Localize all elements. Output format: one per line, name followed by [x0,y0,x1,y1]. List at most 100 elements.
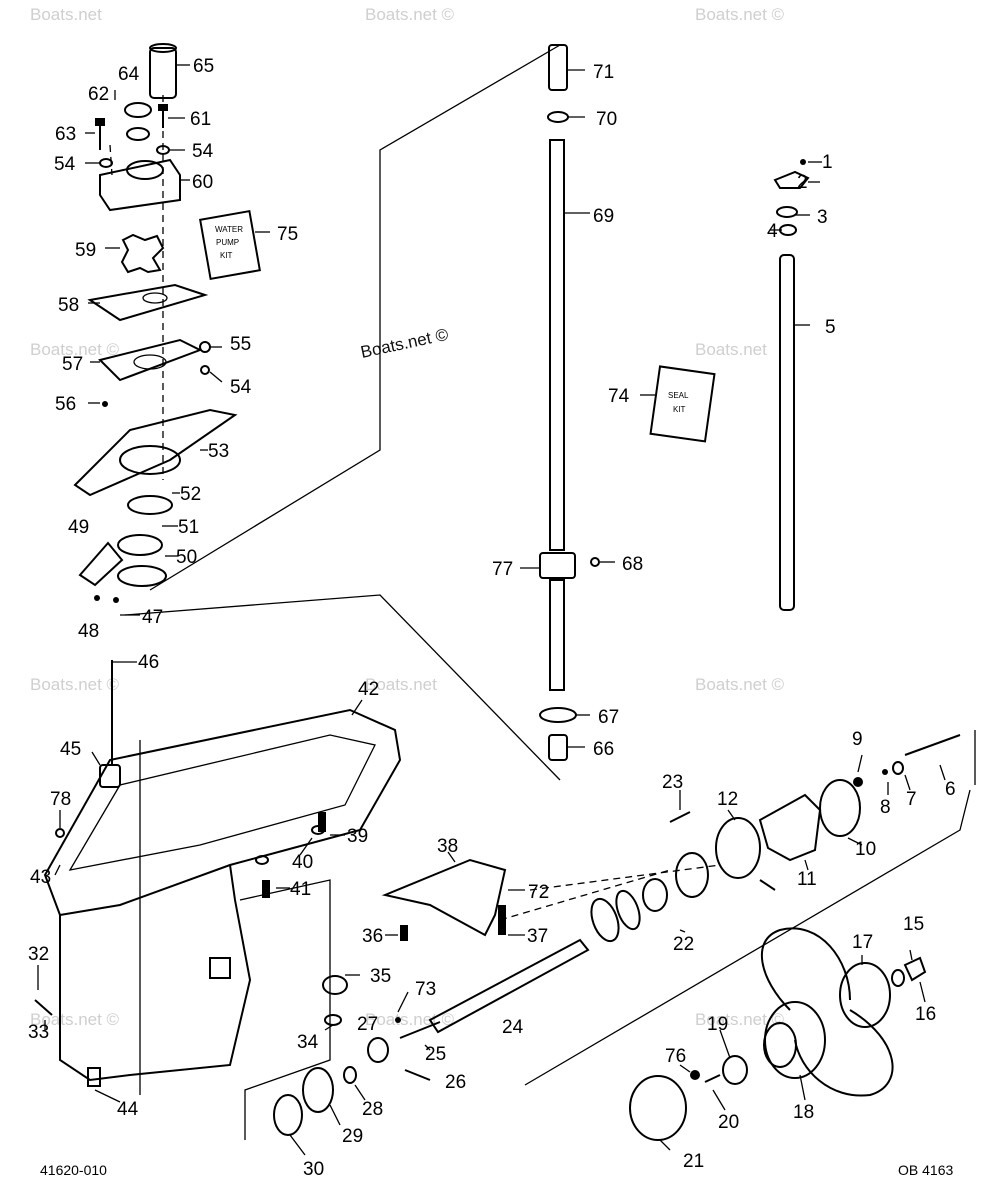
part-69-drawing [549,139,565,551]
part-number-label: 3 [817,207,828,228]
part-number-label: 2 [797,172,808,193]
part-number-label: 77 [492,559,513,580]
part-number-label: 35 [370,966,391,987]
watermark: Boats.net © [695,5,785,24]
part-number-label: 18 [793,1102,814,1123]
watermark: Boats.net [695,340,767,359]
part-6-drawing [904,734,961,756]
watermark: Boats.net © [695,1010,785,1029]
part-number-label: 15 [903,914,924,935]
water-pump-assembly [73,43,238,587]
part-number-label: 20 [718,1112,739,1133]
part-number-label: 78 [50,789,71,810]
part-number-label: 70 [596,109,617,130]
part-number-label: 68 [622,554,643,575]
part-number-label: 52 [180,484,201,505]
part-35-drawing [322,975,348,995]
part-number-labels: 1 2 3 4 5 6 7 8 9 10 11 12 15 16 17 18 1… [28,56,956,1180]
part-number-label: 28 [362,1099,383,1120]
watermark: Boats.net © [365,1010,455,1029]
part-number-label: 43 [30,867,51,888]
part-number-label: 56 [55,394,76,415]
part-10-drawing [819,779,861,837]
watermark: Boats.net [30,5,102,24]
part-number-label: 53 [208,441,229,462]
center-watermark: Boats.net © [359,325,451,362]
part-number-label: 16 [915,1004,936,1025]
part-number-label: 21 [683,1151,704,1172]
part-44-drawing [87,1067,101,1087]
part-number-label: 61 [190,109,211,130]
part-number-label: 72 [528,882,549,903]
watermark: Boats.net © [30,1010,120,1029]
part-number-label: 42 [358,679,379,700]
part-number-label: 65 [193,56,214,77]
part-number-label: 51 [178,517,199,538]
part-19-drawing [722,1055,748,1085]
propeller-assembly [629,927,927,1141]
part-number-label: 45 [60,739,81,760]
part-number-label: 57 [62,354,83,375]
part-17-drawing [839,962,891,1028]
shift-rod-assembly [773,159,810,611]
svg-text:SEAL: SEAL [668,391,689,400]
part-number-label: 30 [303,1159,324,1180]
part-number-label: 69 [593,206,614,227]
part-number-label: 41 [290,879,311,900]
part-number-label: 8 [880,797,891,818]
part-21-drawing [629,1075,687,1141]
part-number-label: 7 [906,789,917,810]
part-number-label: 36 [362,926,383,947]
watermark: Boats.net © [30,675,120,694]
part-3-drawing [776,206,798,218]
part-2-drawing [773,170,810,189]
diagram-code-right: OB 4163 [898,1162,953,1178]
part-number-label: 1 [822,152,833,173]
part-49-drawing [78,541,124,587]
part-number-label: 4 [767,221,778,242]
svg-text:KIT: KIT [220,251,233,260]
part-number-label: 62 [88,84,109,105]
part-25-drawing [399,1021,441,1039]
part-18-drawing [761,927,851,1011]
part-number-label: 54 [54,154,76,175]
part-number-label: 22 [673,934,694,955]
part-29-drawing [302,1067,334,1113]
part-38-drawing [381,858,507,937]
svg-text:KIT: KIT [673,405,686,414]
part-number-label: 39 [347,826,368,847]
part-number-label: 17 [852,932,873,953]
part-66-drawing [548,734,568,761]
part-number-label: 54 [230,377,252,398]
part-62-drawing [126,127,150,141]
watermark: Boats.net © [30,340,120,359]
part-59-drawing [120,233,165,274]
part-77-drawing [539,552,576,579]
watermark-layer: Boats.net Boats.net © Boats.net © Boats.… [30,5,785,1029]
part-number-label: 44 [117,1099,139,1120]
part-number-label: 67 [598,707,619,728]
part-53-drawing [73,408,238,497]
part-number-label: 75 [277,224,298,245]
part-number-label: 73 [415,979,436,1000]
part-number-label: 24 [502,1017,524,1038]
part-number-label: 66 [593,739,614,760]
watermark: Boats.net © [365,5,455,24]
part-number-label: 9 [852,729,863,750]
part-number-label: 50 [176,547,197,568]
part-number-label: 60 [192,172,213,193]
part-number-label: 63 [55,124,76,145]
part-27-drawing [367,1037,389,1063]
water-pump-kit-box: WATER PUMP KIT [199,209,261,281]
part-number-label: 19 [707,1014,728,1035]
part-70-drawing [547,111,569,123]
trim-tab-assembly [381,858,507,941]
part-number-label: 64 [118,64,140,85]
part-60-drawing [99,158,181,212]
part-51-drawing [117,534,163,556]
gearcase-assembly [34,595,402,1087]
seal-kit-box: SEAL KIT [649,365,716,443]
part-number-label: 25 [425,1044,446,1065]
